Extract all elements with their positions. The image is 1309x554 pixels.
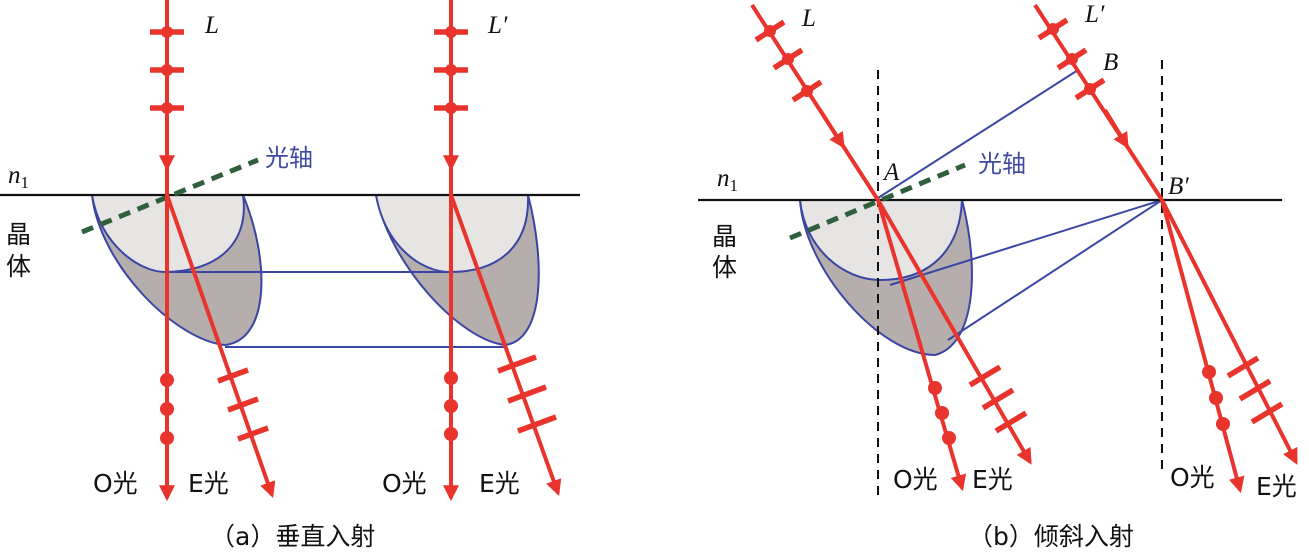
e-ray-right-b bbox=[1160, 199, 1298, 465]
label-e-left-b: E光 bbox=[972, 465, 1013, 494]
incident-ray-right-a bbox=[434, 0, 468, 195]
label-e-right-a: E光 bbox=[479, 469, 520, 498]
label-point-B-prime: B′ bbox=[1168, 173, 1189, 200]
label-crystal-2-a: 体 bbox=[6, 252, 31, 281]
label-L-prime-b: L′ bbox=[1084, 1, 1105, 28]
incident-ray-left-b bbox=[750, 3, 880, 202]
label-crystal-1-a: 晶 bbox=[6, 220, 31, 249]
panel-b: L L′ B A B′ n1 晶 体 光轴 O光 E光 O光 E光 （b）倾斜入… bbox=[698, 1, 1298, 551]
incident-ray-right-b bbox=[1033, 3, 1164, 202]
label-L-b: L bbox=[801, 5, 816, 32]
label-crystal-2-b: 体 bbox=[712, 253, 737, 282]
label-L-prime-a: L′ bbox=[487, 12, 508, 39]
label-o-left-b: O光 bbox=[893, 465, 938, 494]
o-wavefront-b bbox=[889, 199, 1163, 286]
o-ray-right-a bbox=[443, 195, 459, 502]
label-L-a: L bbox=[204, 12, 219, 39]
label-optic-axis-b: 光轴 bbox=[978, 150, 1026, 178]
e-ray-left-a bbox=[165, 194, 276, 499]
label-optic-axis-a: 光轴 bbox=[265, 144, 313, 172]
panel-a: L L′ n1 晶 体 光轴 O光 E光 O光 E光 （a）垂直入射 bbox=[0, 0, 580, 551]
caption-a: （a）垂直入射 bbox=[210, 522, 375, 551]
label-n1-b: n1 bbox=[717, 165, 738, 195]
label-point-B: B bbox=[1103, 49, 1118, 76]
o-ray-left-b bbox=[876, 199, 967, 492]
caption-b: （b）倾斜入射 bbox=[968, 522, 1134, 551]
incident-ray-left-a bbox=[150, 0, 184, 195]
label-crystal-1-b: 晶 bbox=[712, 222, 737, 251]
e-ray-right-a bbox=[449, 194, 562, 497]
label-point-A: A bbox=[882, 159, 900, 186]
label-o-right-b: O光 bbox=[1170, 463, 1215, 492]
label-n1-a: n1 bbox=[8, 162, 29, 192]
incident-wavefront-b bbox=[877, 69, 1079, 199]
optic-axis-b bbox=[789, 162, 966, 241]
label-o-left-a: O光 bbox=[93, 469, 138, 498]
e-wavefront-b bbox=[947, 199, 1163, 341]
o-ray-left-a bbox=[159, 195, 175, 502]
optic-axis-a bbox=[81, 157, 259, 235]
label-o-right-a: O光 bbox=[382, 469, 427, 498]
e-ray-left-b bbox=[876, 198, 1032, 465]
label-e-right-b: E光 bbox=[1256, 472, 1297, 501]
o-ray-right-b bbox=[1160, 199, 1245, 494]
label-e-left-a: E光 bbox=[188, 469, 229, 498]
wave-surface-b bbox=[798, 199, 973, 357]
